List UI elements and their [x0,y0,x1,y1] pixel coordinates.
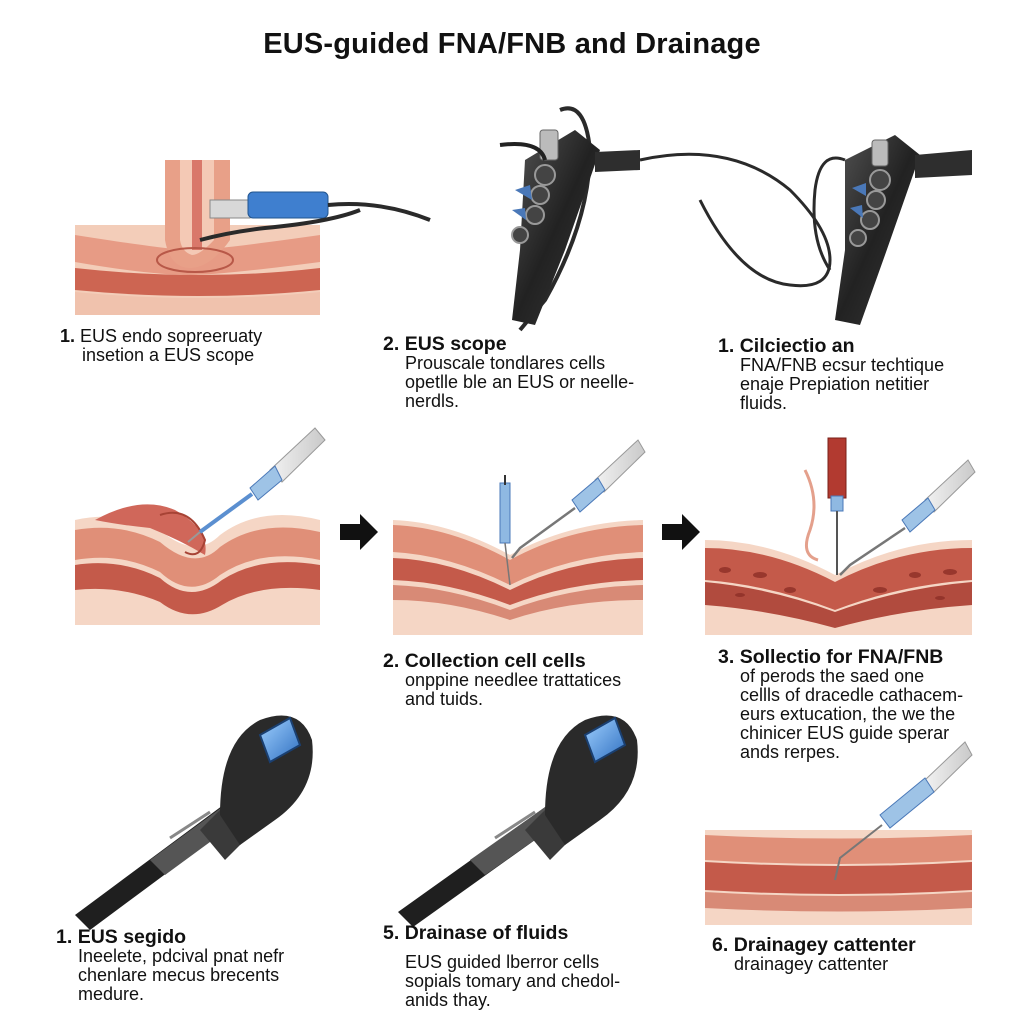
step-6-heading: EUS segido [77,926,187,948]
step-5-line-1: of perods the saed one [740,666,925,686]
step-2-num: 2. [383,333,400,355]
handheld-device-left [75,715,313,930]
panel-6-instruments [803,437,976,576]
step-5-line-4: chinicer EUS guide sperar [740,723,950,743]
step-7-num: 5. [383,922,400,944]
step-1-heading: EUS endo sopreeruaty [80,326,263,346]
page-title: EUS-guided FNA/FNB and Drainage [263,28,761,60]
step-6-line-3: medure. [78,984,145,1004]
step-6-line-2: chenlare mecus brecents [78,965,280,985]
step-7-caption: 5. Drainase of fluids EUS guided lberror… [383,922,683,1010]
step-8-num: 6. [712,934,729,956]
step-5-line-5: ands rerpes. [740,742,841,762]
scope-handle-top-right [812,135,972,325]
step-6-caption: 1. EUS segido Ineelete, pdcival pnat nef… [56,926,356,1004]
step-2-line-2: opetlle ble an EUS or neelle- [405,372,635,392]
panel-5-needles [499,439,646,586]
step-4-caption: 2. Collection cell cells onppine needlee… [383,650,683,709]
scope-handle-top-center [499,106,832,332]
step-1-line-1: insetion a EUS scope [82,345,255,365]
step-4-heading: Collection cell cells [404,650,586,672]
step-3-line-3: fluids. [740,393,788,413]
step-3-num: 1. [718,335,735,357]
panel-5-tissue [393,520,643,635]
step-4-num: 2. [383,650,400,672]
panel-8-tissue [705,830,972,925]
step-2-line-1: Prouscale tondlares cells [405,353,606,373]
step-3-line-1: FNA/FNB ecsur techtique [740,355,945,375]
step-3-caption: 1. Cilciectio an FNA/FNB ecsur techtique… [718,335,1008,413]
step-8-caption: 6. Drainagey cattenter drainagey cattent… [712,934,1012,974]
step-5-heading: Sollectio for FNA/FNB [739,646,944,668]
arrow-2 [662,514,700,550]
step-8-line-1: drainagey cattenter [734,954,889,974]
step-5-caption: 3. Sollectio for FNA/FNB of perods the s… [718,646,1013,762]
step-7-line-3: anids thay. [405,990,491,1010]
panel-6-tissue [705,540,972,635]
step-5-line-3: eurs extucation, the we the [740,704,956,724]
panel-1-probe [199,191,431,242]
step-6-num: 1. [56,926,73,948]
step-3-line-2: enaje Prepiation netitier [740,374,930,394]
step-4-line-1: onppine needlee trattatices [405,670,622,690]
step-7-line-1: EUS guided lberror cells [405,952,600,972]
step-2-caption: 2. EUS scope Prouscale tondlares cells o… [383,333,683,411]
panel-4-needle [187,427,326,543]
arrow-1 [340,514,378,550]
step-1-caption: 1. EUS endo sopreeruaty insetion a EUS s… [60,327,350,365]
step-5-line-2: cellls of dracedle cathacem- [740,685,964,705]
step-6-line-1: Ineelete, pdcival pnat nefr [78,946,285,966]
step-3-heading: Cilciectio an [739,335,855,357]
step-5-num: 3. [718,646,735,668]
panel-1-tissue [75,160,320,315]
handheld-device-center [398,715,638,927]
panel-8-catheter [834,741,973,881]
panel-4-tissue [75,504,320,625]
step-2-heading: EUS scope [404,333,507,355]
step-4-line-2: and tuids. [405,689,484,709]
step-8-heading: Drainagey cattenter [733,934,916,956]
step-1-num: 1. [60,326,76,346]
step-2-line-3: nerdls. [405,391,460,411]
step-7-line-2: sopials tomary and chedol- [405,971,621,991]
step-7-heading: Drainase of fluids [404,922,569,944]
